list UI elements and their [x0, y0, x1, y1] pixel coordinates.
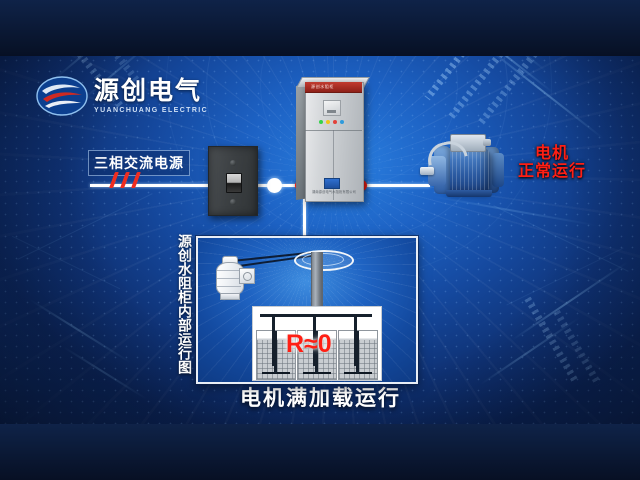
breaker-box[interactable]	[208, 146, 258, 216]
pulley-inner-ring	[302, 253, 344, 266]
breaker-screw-top	[230, 160, 236, 166]
electrode-cell	[256, 330, 296, 380]
motor-shaft	[420, 167, 434, 175]
indicator-lights	[319, 120, 344, 124]
actuator-motor-icon	[212, 256, 255, 300]
top-bar	[0, 0, 640, 56]
junction-node	[267, 178, 282, 193]
cabinet-brand-plate	[324, 178, 340, 189]
electrode-rod	[356, 331, 359, 373]
motor-front-flange	[428, 156, 446, 186]
actuator-gearbox	[239, 268, 255, 284]
motor-junction-box	[450, 134, 491, 152]
electrode-cell	[297, 330, 337, 380]
actuator-ribs	[212, 256, 246, 298]
water-resistance-cabinet[interactable]: 源创水阻柜 湖南源创电气水阻柜有限公司	[296, 77, 370, 202]
supply-line-left	[90, 184, 210, 187]
toggle-switch-icon[interactable]	[226, 173, 242, 193]
cabinet-nameplate-text: 湖南源创电气水阻柜有限公司	[311, 190, 357, 194]
electrode-rod	[274, 331, 277, 373]
cabinet-seam-vertical	[333, 130, 334, 200]
bottom-bar	[0, 424, 640, 480]
busbar-drop-left	[272, 314, 275, 366]
motor-base-feet	[446, 190, 492, 197]
swoosh-ellipse-logo-icon	[36, 74, 88, 118]
cabinet-internal-view-panel	[196, 236, 418, 384]
brand-name-en: YUANCHUANG ELECTRIC	[94, 106, 209, 114]
motor-status-line2: 正常运行	[517, 163, 586, 181]
cabinet-band-text: 源创水阻柜	[311, 84, 334, 89]
breaker-screw-bottom	[230, 199, 236, 205]
panel-feed-line	[303, 198, 306, 238]
panel-caption-vertical: 源创水阻柜内部运行图	[177, 234, 193, 374]
busbar-drop-mid	[313, 314, 316, 366]
electrode-cell	[338, 330, 378, 380]
motor-status-label: 电机 正常运行	[510, 145, 594, 182]
display-meter-icon[interactable]	[323, 100, 341, 116]
brand-logo: 源创电气 YUANCHUANG ELECTRIC	[36, 74, 208, 118]
motor-status-line1: 电机	[534, 145, 569, 162]
busbar	[260, 314, 372, 317]
brand-name-cn: 源创电气	[94, 76, 203, 105]
motor-fan-housing	[492, 153, 504, 187]
electric-motor-icon	[420, 132, 506, 208]
bottom-caption: 电机满加载运行	[240, 387, 401, 410]
electrode-rod	[315, 331, 318, 373]
cabinet-top-band: 源创水阻柜	[305, 82, 362, 93]
actuator-base	[220, 293, 240, 300]
motor-body	[444, 148, 490, 192]
busbar-drop-right	[354, 314, 357, 366]
resistance-label: R≈0	[286, 330, 332, 358]
output-line-motor	[358, 184, 430, 187]
current-flow-marks	[109, 172, 152, 188]
